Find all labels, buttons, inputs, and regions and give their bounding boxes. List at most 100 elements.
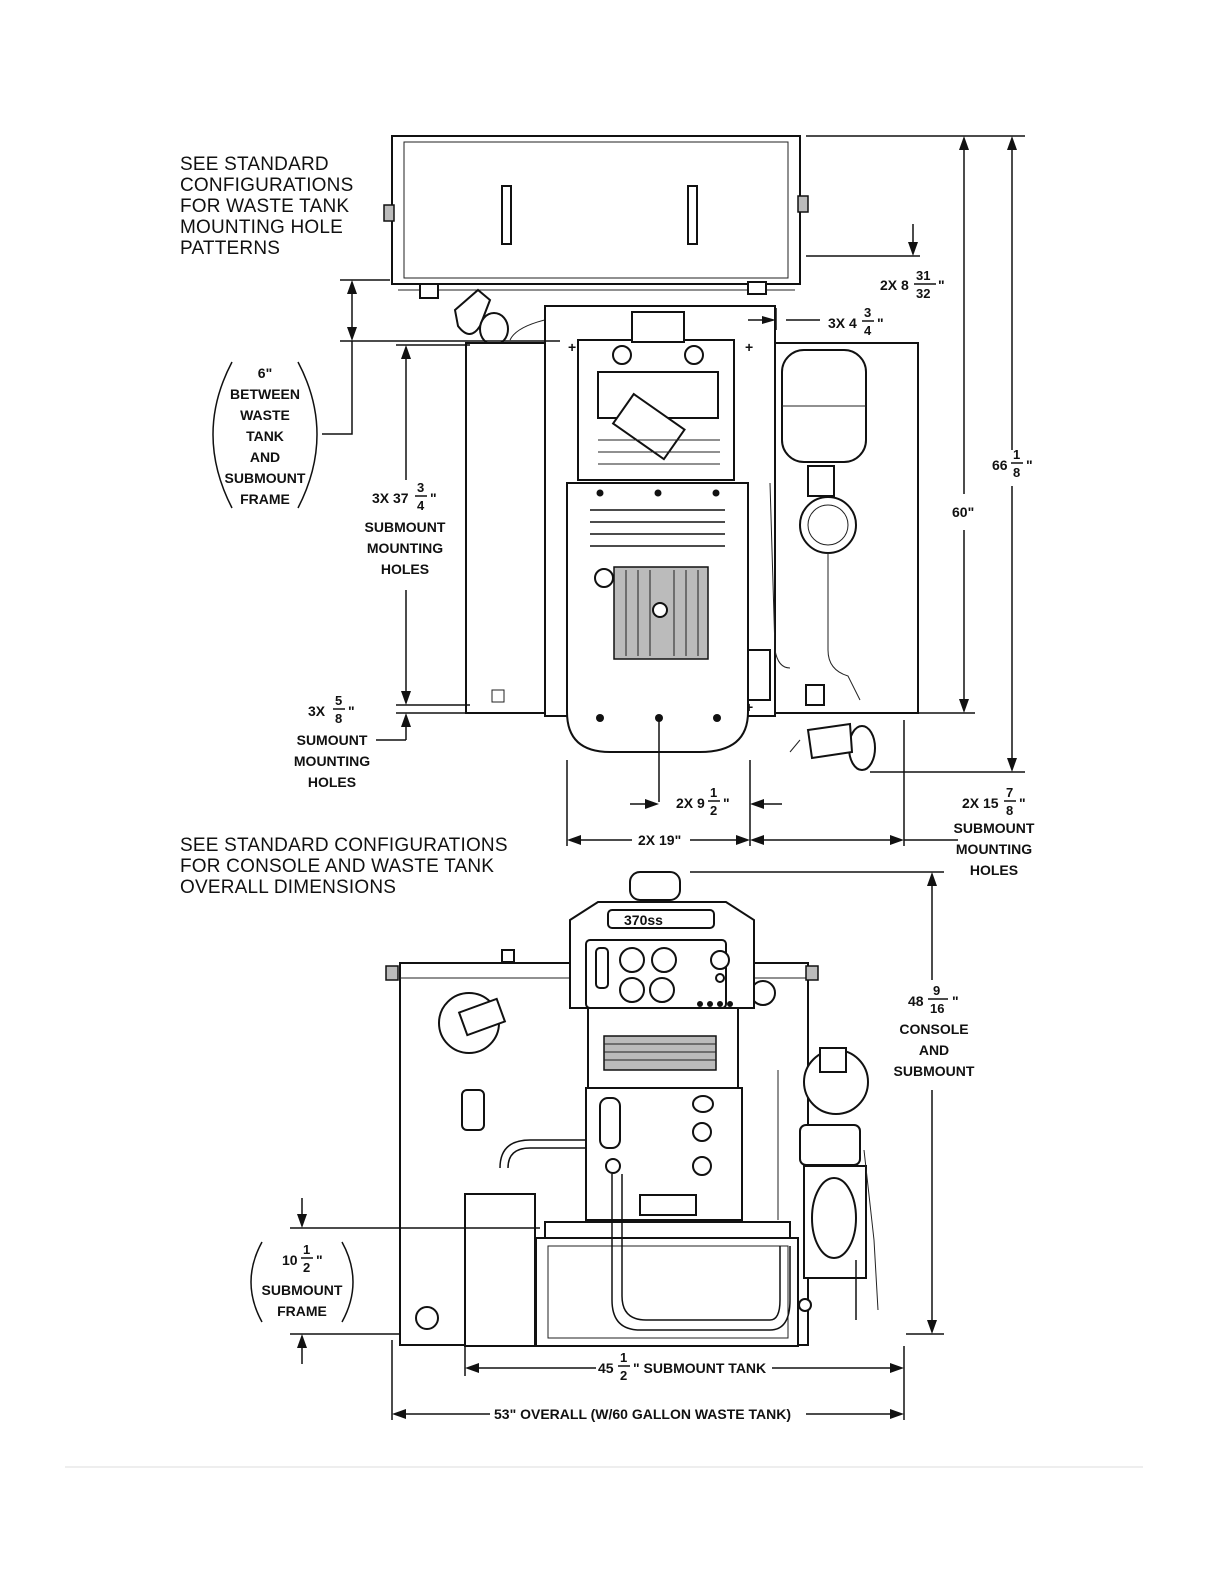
dim-60: 60" [952,504,974,520]
engine-unit-top [566,311,749,753]
dim-numerator: 1 [620,1350,627,1365]
dim-line: SUBMOUNT [894,1063,975,1079]
dim-15-7-8: 2X 15 7 8 " SUBMOUNT MOUNTING HOLES [954,785,1035,878]
dim-line: WASTE [240,407,290,423]
note-line: CONFIGURATIONS [180,175,353,196]
dim-45-1-2: 45 1 2 " SUBMOUNT TANK [598,1350,766,1383]
gauge-1 [619,947,645,973]
note-line: PATTERNS [180,238,280,259]
front-view: 370ss [290,871,944,1420]
dim-suffix: " [952,993,959,1009]
dim-line: MOUNTING [956,841,1032,857]
dim-line: HOLES [308,774,356,790]
switch-knob [710,950,730,970]
dim-4-3-4: 3X 4 3 4 " [828,305,884,338]
dim-10-1-2: 10 1 2 " SUBMOUNT FRAME [250,1241,354,1323]
console-front: 370ss [569,871,755,1221]
dim-line: CONSOLE [899,1021,968,1037]
dim-numerator: 3 [417,480,424,495]
dim-5-8: 3X 5 8 " SUMOUNT MOUNTING HOLES [294,693,370,790]
note-line: SEE STANDARD [180,154,329,175]
side-components-top [747,349,876,771]
dim-denominator: 4 [864,323,872,338]
dim-suffix: " [938,277,945,293]
model-badge: 370ss [624,912,663,928]
dim-prefix: 3X 4 [828,315,857,331]
dim-prefix: 45 [598,1360,614,1376]
note-console-overall: SEE STANDARD CONFIGURATIONS FOR CONSOLE … [180,835,508,898]
dim-line: SUBMOUNT [954,820,1035,836]
dim-19: 2X 19" [638,832,681,848]
dim-line: AND [250,449,280,465]
note-line: OVERALL DIMENSIONS [180,877,396,898]
dim-suffix: " SUBMOUNT TANK [633,1360,766,1376]
dim-numerator: 3 [864,305,871,320]
dim-denominator: 4 [417,498,425,513]
dim-denominator: 8 [1006,803,1013,818]
dim-line: BETWEEN [230,386,300,402]
dim-suffix: " [1019,795,1026,811]
dim-line: MOUNTING [294,753,370,769]
dim-8-31-32: 2X 8 31 32 " [880,268,945,301]
gauge-3 [619,977,645,1003]
dim-line: HOLES [381,561,429,577]
dim-prefix: 2X 15 [962,795,999,811]
dim-line: 6" [258,365,272,381]
dim-suffix: " [1026,457,1033,473]
note-line: MOUNTING HOLE [180,217,343,238]
note-line: FOR WASTE TANK [180,196,349,217]
front-dimension-lines [290,871,944,1420]
submount-tank-front [464,1193,799,1347]
dim-prefix: 2X 9 [676,795,705,811]
gauge-2 [651,947,677,973]
dim-prefix: 3X 37 [372,490,409,506]
dim-line: FRAME [240,491,290,507]
dim-line: FRAME [277,1303,327,1319]
svg-text:+: + [745,339,753,355]
dim-suffix: " [430,490,437,506]
dim-suffix: " [316,1252,323,1268]
dim-numerator: 1 [1013,447,1020,462]
dim-48-9-16: 48 9 16 " CONSOLE AND SUBMOUNT [894,983,975,1079]
dim-numerator: 5 [335,693,342,708]
dim-numerator: 9 [933,983,940,998]
dim-prefix: 48 [908,993,924,1009]
dim-37-3-4: 3X 37 3 4 " SUBMOUNT MOUNTING HOLES [365,480,446,577]
top-dimension-lines [322,135,1025,846]
hose-front [499,1139,791,1331]
waste-tank-top [383,135,809,346]
dim-53-overall: 53" OVERALL (W/60 GALLON WASTE TANK) [494,1406,791,1422]
gauge-4 [649,977,675,1003]
dim-9-1-2: 2X 9 1 2 " [676,785,730,818]
dim-numerator: 1 [710,785,717,800]
dim-line: SUMOUNT [297,732,368,748]
note-line: SEE STANDARD CONFIGURATIONS [180,835,508,856]
pump-assembly-front [777,1047,879,1320]
dim-66-1-8: 66 1 8 " [992,447,1033,480]
dim-numerator: 7 [1006,785,1013,800]
dim-numerator: 31 [916,268,930,283]
vent-slots [590,509,725,547]
dim-6-between: 6" BETWEEN WASTE TANK AND SUBMOUNT FRAME [212,361,318,509]
svg-text:+: + [568,339,576,355]
dim-line: MOUNTING [367,540,443,556]
dim-suffix: " [877,315,884,331]
radiator-fins [625,570,699,656]
dim-denominator: 8 [1013,465,1020,480]
dim-prefix: 66 [992,457,1008,473]
dim-prefix: 2X 8 [880,277,909,293]
dim-line: HOLES [970,862,1018,878]
dim-suffix: " [723,795,730,811]
dim-numerator: 1 [303,1242,310,1257]
dim-line: AND [919,1042,949,1058]
dim-denominator: 32 [916,286,930,301]
dim-denominator: 2 [303,1260,310,1275]
note-line: FOR CONSOLE AND WASTE TANK [180,856,494,877]
dim-denominator: 16 [930,1001,944,1016]
dim-denominator: 2 [710,803,717,818]
dim-prefix: 10 [282,1252,298,1268]
note-waste-tank: SEE STANDARD CONFIGURATIONS FOR WASTE TA… [180,154,353,259]
dim-line: SUBMOUNT [225,470,306,486]
